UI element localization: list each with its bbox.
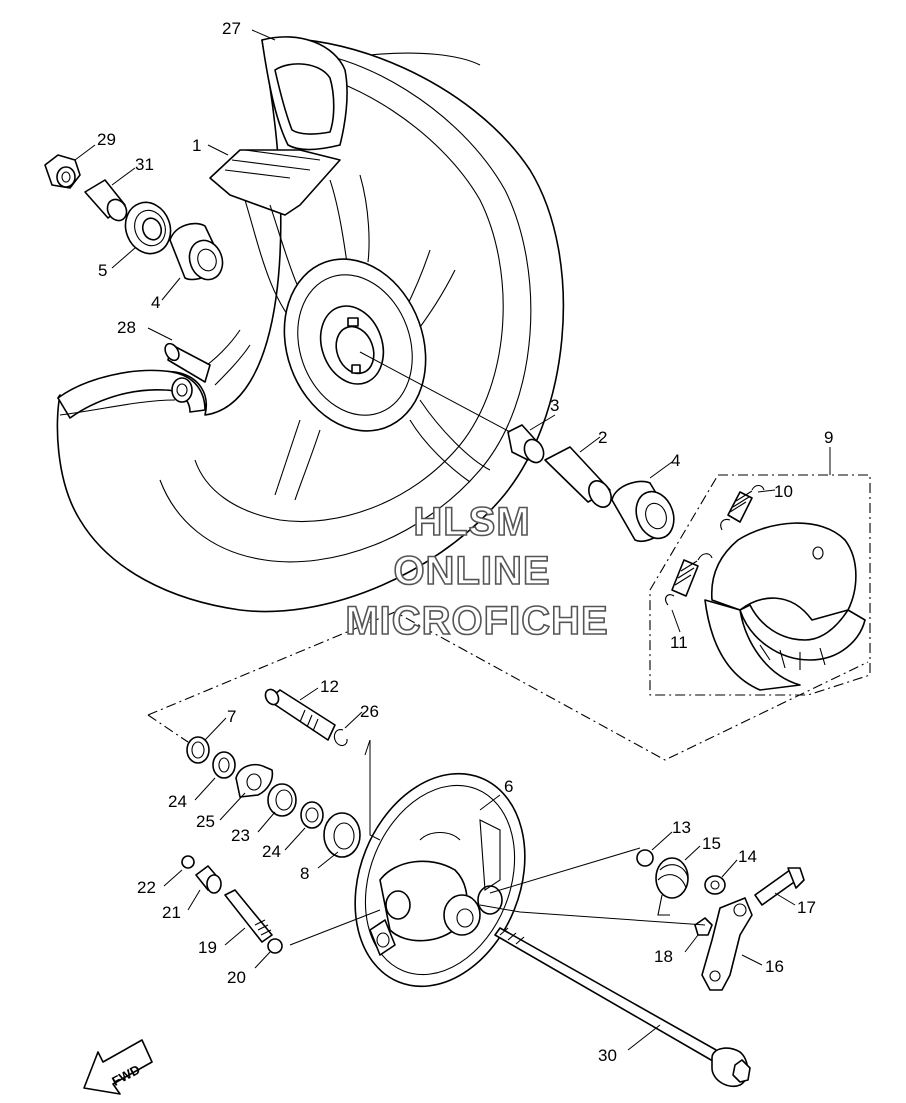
bolt-17 [754,867,805,906]
callout-22: 22 [137,878,156,897]
callout-9: 9 [824,428,833,447]
oil-seal-8 [323,812,361,858]
collar-3 [507,424,545,464]
callout-24-top: 24 [168,792,187,811]
callout-5: 5 [98,261,107,280]
fwd-arrow-icon: FWD [83,1039,153,1095]
callout-6: 6 [504,777,513,796]
clip-26 [333,729,348,747]
watermark-line-1: HLSM [413,500,530,544]
callout-29: 29 [97,130,116,149]
callout-1: 1 [192,136,201,155]
pin-12 [264,688,336,741]
brake-panel [354,772,526,988]
watermark: HLSM ONLINE MICROFICHE [345,499,609,644]
oil-seal-5 [124,201,172,255]
watermark-line-2: ONLINE [393,549,550,593]
watermark-line-3: MICROFICHE [345,599,608,643]
leader-lines [74,29,831,1051]
callout-21: 21 [162,903,181,922]
callout-10: 10 [774,482,793,501]
callout-7: 7 [227,707,236,726]
callout-17: 17 [797,898,816,917]
bearing-4-right [611,480,675,542]
plate-25 [235,763,274,798]
callout-25: 25 [196,812,215,831]
callout-16: 16 [765,957,784,976]
circlip-7 [186,736,210,764]
callout-24-bottom: 24 [262,842,281,861]
seal-23 [267,783,297,817]
collar-31 [84,179,128,222]
axle-30 [494,927,751,1087]
brake-shoe-group-box [649,474,871,696]
callout-26: 26 [360,702,379,721]
spacer-2 [544,446,612,508]
callout-labels: 27 1 29 31 5 4 28 3 2 4 9 10 11 12 26 7 … [97,19,833,1065]
washer-22 [181,855,195,869]
callout-2: 2 [598,428,607,447]
nut-18 [694,917,713,936]
callout-14: 14 [738,847,757,866]
callout-18: 18 [654,947,673,966]
wheel-assembly [56,36,565,613]
callout-23: 23 [231,826,250,845]
washer-24-bottom [300,801,324,829]
spring-10 [720,484,765,531]
callout-11: 11 [670,633,688,652]
valve-stem [164,342,211,403]
spring-15 [655,857,689,916]
nut-29 [44,154,81,189]
o-ring-20 [267,938,283,954]
callout-13: 13 [672,818,691,837]
callout-15: 15 [702,834,721,853]
indicator-14 [704,875,726,895]
callout-30: 30 [598,1046,617,1065]
washer-24-top [212,751,236,779]
bearing-4-left [169,222,224,281]
callout-27: 27 [222,19,241,38]
washer-13 [636,849,654,867]
brake-shoe [704,522,866,691]
callout-3: 3 [550,396,559,415]
callout-19: 19 [198,938,217,957]
callout-20: 20 [227,968,246,987]
callout-28: 28 [117,318,136,337]
callout-4-left: 4 [151,293,160,312]
brake-arm-16 [701,897,753,991]
gear-19 [224,889,273,943]
callout-12: 12 [320,677,339,696]
callout-8: 8 [300,864,309,883]
callout-31: 31 [135,155,154,174]
callout-4-right: 4 [671,451,680,470]
spring-11 [665,553,713,606]
bushing-21 [195,865,222,894]
